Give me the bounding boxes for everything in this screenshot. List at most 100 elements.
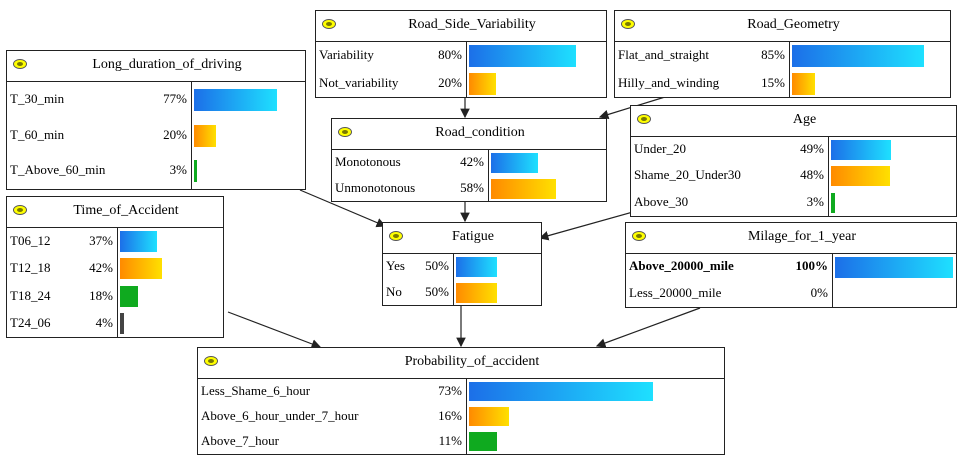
node-eye-icon[interactable] — [322, 19, 336, 29]
node-title-road-side-variability: Road_Side_Variability — [408, 17, 536, 32]
node-eye-icon[interactable] — [13, 59, 27, 69]
probability-bar — [831, 166, 890, 186]
node-states: Monotonous 42% Unmonotonous 58% — [332, 150, 606, 201]
node-header: Age — [631, 106, 956, 137]
node-eye-icon[interactable] — [632, 231, 646, 241]
state-name: Not_variability — [319, 75, 399, 90]
node-eye-icon[interactable] — [13, 205, 27, 215]
probability-bar — [792, 73, 815, 95]
state-name: Less_20000_mile — [629, 285, 722, 300]
state-name: Under_20 — [634, 141, 686, 156]
state-percent: 85% — [761, 47, 785, 62]
state-row[interactable]: Unmonotonous 58% — [332, 176, 488, 201]
state-percent: 77% — [163, 91, 187, 106]
probability-bar — [792, 45, 924, 67]
node-title-age: Age — [792, 112, 817, 127]
node-title-road-condition: Road_condition — [435, 125, 525, 140]
state-row[interactable]: Less_20000_mile 0% — [626, 281, 832, 307]
probability-bar — [120, 286, 138, 307]
node-header: Time_of_Accident — [7, 197, 223, 228]
state-percent: 58% — [460, 180, 484, 195]
probability-bar — [469, 407, 509, 426]
state-name: Unmonotonous — [335, 180, 416, 195]
node-eye-icon[interactable] — [637, 114, 651, 124]
state-percent: 0% — [810, 285, 828, 300]
state-row[interactable]: T_60_min 20% — [7, 118, 191, 154]
probability-bar — [469, 382, 653, 401]
state-percent: 48% — [800, 167, 824, 182]
state-percent: 42% — [460, 154, 484, 169]
state-percent: 16% — [438, 408, 462, 423]
probability-bar — [194, 125, 216, 147]
node-header: Road_Side_Variability — [316, 11, 606, 42]
state-row[interactable]: Under_20 49% — [631, 137, 828, 163]
state-row[interactable]: Yes 50% — [383, 254, 453, 280]
state-percent: 20% — [163, 127, 187, 142]
node-eye-icon[interactable] — [204, 356, 218, 366]
state-name: Above_30 — [634, 194, 689, 209]
node-eye-icon[interactable] — [338, 127, 352, 137]
state-name: T12_18 — [10, 260, 51, 275]
node-title-time-of-accident: Time_of_Accident — [73, 203, 179, 218]
probability-bar — [491, 153, 538, 173]
probability-bar — [120, 313, 124, 334]
node-eye-icon[interactable] — [621, 19, 635, 29]
state-percent: 50% — [425, 258, 449, 273]
node-title-fatigue: Fatigue — [452, 229, 494, 244]
state-name: T24_06 — [10, 315, 51, 330]
state-row[interactable]: Not_variability 20% — [316, 70, 466, 97]
state-name: Yes — [386, 258, 405, 273]
node-eye-icon[interactable] — [389, 231, 403, 241]
state-percent: 20% — [438, 75, 462, 90]
probability-bar — [120, 231, 157, 252]
state-name: T18_24 — [10, 288, 51, 303]
state-percent: 3% — [169, 162, 187, 177]
state-name: T_60_min — [10, 127, 65, 142]
probability-bar — [491, 179, 556, 199]
probability-bar — [194, 89, 277, 111]
node-header: Milage_for_1_year — [626, 223, 956, 254]
state-row[interactable]: Monotonous 42% — [332, 150, 488, 176]
state-row[interactable]: T12_18 42% — [7, 255, 117, 282]
probability-bar — [831, 140, 891, 160]
link-time-of-accident-to-probability — [227, 311, 322, 349]
probability-bar — [120, 258, 162, 279]
node-title-milage-for-1-year: Milage_for_1_year — [747, 229, 857, 244]
node-header: Fatigue — [383, 223, 541, 254]
state-percent: 42% — [89, 260, 113, 275]
state-percent: 100% — [795, 258, 829, 273]
state-name: Monotonous — [335, 154, 401, 169]
state-percent: 49% — [800, 141, 824, 156]
